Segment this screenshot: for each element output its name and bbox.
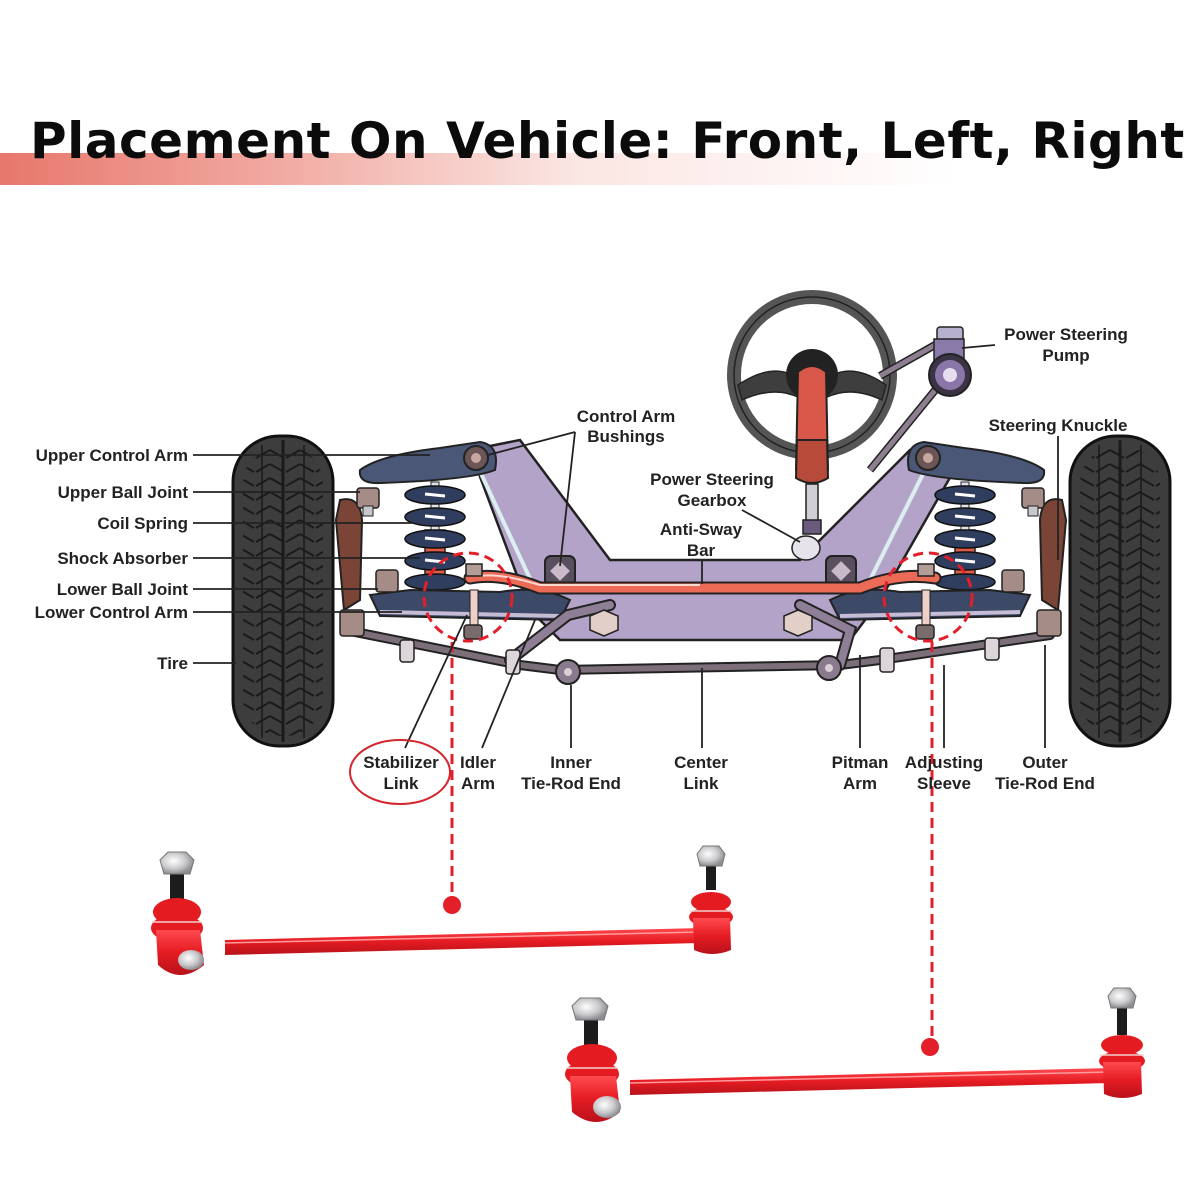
label-tire: Tire: [157, 654, 188, 673]
left-steering-knuckle: [334, 498, 364, 612]
product-stabilizer-link-right: [565, 987, 1145, 1122]
label-pitman-arm-line1: Pitman: [832, 753, 889, 772]
leader-lines: [193, 344, 1059, 749]
steering-linkage: [339, 599, 1062, 685]
left-labels: Upper Control Arm Upper Ball Joint Coil …: [35, 446, 189, 673]
title-accent-band: [0, 153, 960, 185]
right-steering-knuckle: [1038, 498, 1068, 612]
label-steering-knuckle: Steering Knuckle: [989, 416, 1128, 435]
label-control-arm-bushings-line1: Control Arm: [577, 407, 676, 426]
diagram-right-stabilizer-link: [915, 563, 935, 640]
label-stabilizer-link-line2: Link: [384, 774, 419, 793]
label-idler-arm-line1: Idler: [460, 753, 496, 772]
label-anti-sway-bar-line2: Bar: [687, 541, 716, 560]
label-upper-ball-joint: Upper Ball Joint: [58, 483, 189, 502]
left-connector-dot: [443, 896, 461, 914]
power-steering-pump: [866, 326, 972, 473]
label-lower-ball-joint: Lower Ball Joint: [57, 580, 189, 599]
label-idler-arm-line2: Arm: [461, 774, 495, 793]
label-inner-tie-rod-end-line2: Tie-Rod End: [521, 774, 621, 793]
steering-wheel: [727, 290, 897, 561]
label-pitman-arm-line2: Arm: [843, 774, 877, 793]
page-title: Placement On Vehicle: Front, Left, Right: [30, 112, 1185, 170]
right-coil-spring: [934, 481, 996, 591]
label-lower-control-arm: Lower Control Arm: [35, 603, 188, 622]
left-upper-control-arm: [356, 440, 497, 517]
left-coil-spring: [404, 481, 466, 591]
label-center-link-line1: Center: [674, 753, 728, 772]
label-upper-control-arm: Upper Control Arm: [36, 446, 188, 465]
label-inner-tie-rod-end-line1: Inner: [550, 753, 592, 772]
bottom-labels: Stabilizer Link Idler Arm Inner Tie-Rod …: [349, 739, 1095, 805]
label-power-steering-gearbox-line1: Power Steering: [650, 470, 774, 489]
right-highlight-circle: [882, 551, 974, 643]
label-anti-sway-bar-line1: Anti-Sway: [660, 520, 743, 539]
right-connector-dot: [921, 1038, 939, 1056]
stabilizer-link-highlight-ellipse: [349, 739, 451, 805]
label-control-arm-bushings-line2: Bushings: [587, 427, 664, 446]
product-stabilizer-link-left: [151, 845, 733, 975]
label-shock-absorber: Shock Absorber: [57, 549, 188, 568]
left-highlight-circle: [422, 551, 514, 643]
top-labels: Control Arm Bushings Power Steering Gear…: [577, 325, 1128, 560]
label-power-steering-pump-line1: Power Steering: [1004, 325, 1128, 344]
label-power-steering-gearbox-line2: Gearbox: [678, 491, 748, 510]
label-stabilizer-link-line1: Stabilizer: [363, 753, 439, 772]
label-adjusting-sleeve-line1: Adjusting: [905, 753, 983, 772]
label-coil-spring: Coil Spring: [97, 514, 188, 533]
label-outer-tie-rod-end-line1: Outer: [1022, 753, 1068, 772]
label-power-steering-pump-line2: Pump: [1042, 346, 1089, 365]
right-tire: [1068, 434, 1172, 748]
label-adjusting-sleeve-line2: Sleeve: [917, 774, 971, 793]
label-center-link-line2: Link: [684, 774, 719, 793]
diagram-left-stabilizer-link: [463, 563, 483, 640]
left-tire: [231, 434, 335, 748]
label-outer-tie-rod-end-line2: Tie-Rod End: [995, 774, 1095, 793]
right-upper-control-arm: [907, 440, 1046, 517]
